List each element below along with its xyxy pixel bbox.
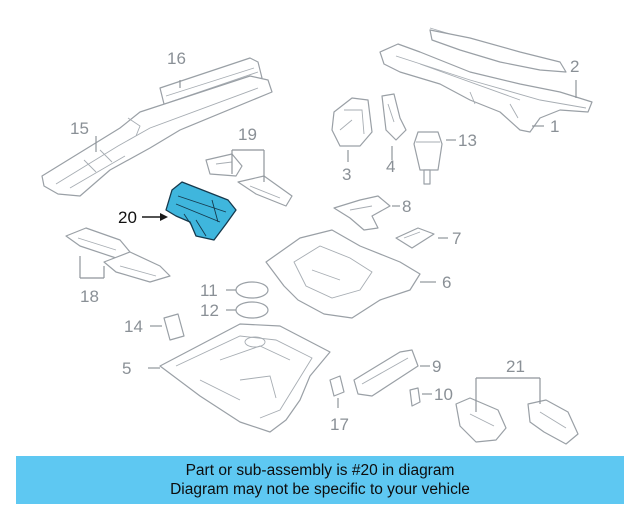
part-11-plug[interactable] [235, 281, 269, 299]
callout-8: 8 [402, 197, 411, 216]
callout-13: 13 [458, 131, 477, 150]
part-14-clip[interactable] [163, 313, 185, 341]
callout-15: 15 [70, 119, 89, 138]
part-21-wheelhouse[interactable] [455, 397, 579, 445]
callout-16: 16 [167, 49, 186, 68]
banner-line-2: Diagram may not be specific to your vehi… [170, 481, 470, 498]
part-12-plug[interactable] [235, 301, 269, 319]
part-19-bracket-pair[interactable] [205, 153, 293, 207]
part-3-bracket[interactable] [331, 97, 373, 147]
callout-labels: 16 15 2 1 3 4 13 19 20 8 7 6 11 12 14 18… [70, 49, 579, 434]
callout-5: 5 [122, 359, 131, 378]
leader-lines [79, 80, 577, 412]
callout-4: 4 [386, 157, 395, 176]
callout-10: 10 [434, 385, 453, 404]
part-15-side-member[interactable] [41, 75, 273, 197]
callout-19: 19 [238, 125, 257, 144]
callout-12: 12 [200, 301, 219, 320]
callout-9: 9 [432, 357, 441, 376]
callout-2: 2 [570, 57, 579, 76]
part-13-cylinder[interactable] [413, 131, 443, 185]
part-18-rail[interactable] [65, 227, 171, 283]
banner-line-1: Part or sub-assembly is #20 in diagram [185, 462, 455, 479]
callout-21: 21 [506, 357, 525, 376]
part-6-wheel-well[interactable] [265, 229, 421, 319]
callout-11: 11 [200, 281, 218, 300]
callout-17: 17 [330, 415, 349, 434]
part-17-bracket[interactable] [329, 375, 345, 397]
part-10-bolt[interactable] [409, 387, 421, 407]
callout-18: 18 [80, 287, 99, 306]
part-7-plate[interactable] [395, 227, 435, 249]
callout-1: 1 [550, 117, 559, 136]
callout-20: 20 [118, 208, 137, 227]
callout-3: 3 [342, 165, 351, 184]
part-4-bracket[interactable] [381, 93, 407, 141]
callout-7: 7 [452, 229, 461, 248]
callout-14: 14 [124, 317, 143, 336]
part-9-rail[interactable] [353, 349, 419, 397]
info-banner: Part or sub-assembly is #20 in diagram D… [16, 456, 624, 504]
callout-6: 6 [442, 273, 451, 292]
part-20-highlighted-crossmember[interactable] [165, 181, 237, 241]
part-5-floor-pan[interactable] [159, 323, 331, 433]
part-8-bracket[interactable] [333, 195, 391, 231]
exploded-parts-diagram: 16 15 2 1 3 4 13 19 20 8 7 6 11 12 14 18… [41, 27, 593, 445]
leader-line-20 [142, 213, 168, 221]
part-2-rear-reinforcement[interactable] [379, 27, 593, 133]
